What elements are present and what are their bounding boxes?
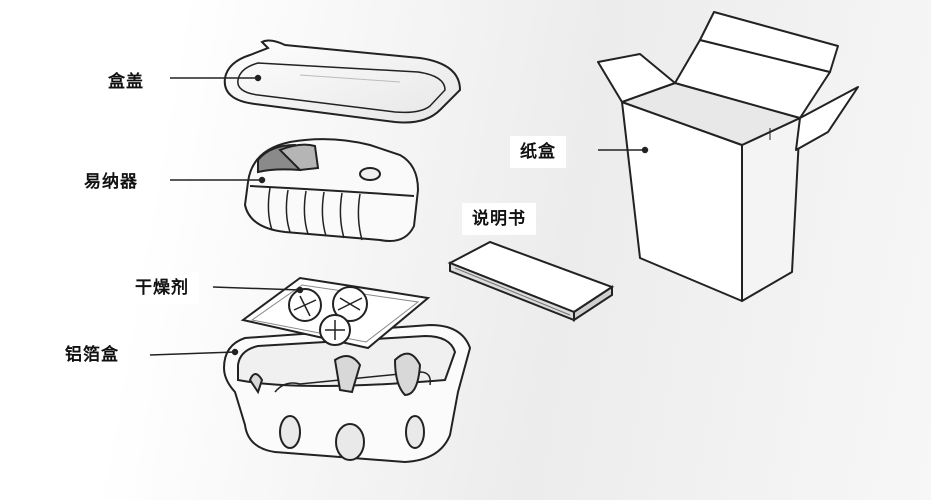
inhaler-illustration (243, 138, 420, 242)
desiccant-leader-line (212, 286, 301, 291)
lid-leader-dot (254, 74, 262, 82)
foil-tray-leader-line (149, 351, 236, 356)
label-lid: 盒盖 (98, 66, 154, 98)
label-carton: 纸盒 (510, 136, 566, 168)
desiccant-leader-dot (296, 286, 304, 294)
inhaler-leader-dot (258, 176, 266, 184)
carton-illustration (597, 11, 859, 302)
foil-tray-leader-dot (231, 348, 239, 356)
desiccant-illustration (240, 276, 431, 350)
foil-tray-illustration (222, 323, 472, 464)
label-inhaler: 易纳器 (74, 166, 148, 198)
leaflet-illustration (447, 240, 615, 322)
label-leaflet: 说明书 (462, 203, 536, 235)
leader-lines (149, 74, 649, 356)
lid-illustration (223, 39, 462, 124)
label-foil-tray: 铝箔盒 (55, 339, 129, 371)
label-desiccant: 干燥剂 (125, 272, 199, 304)
carton-leader-dot (641, 146, 649, 154)
